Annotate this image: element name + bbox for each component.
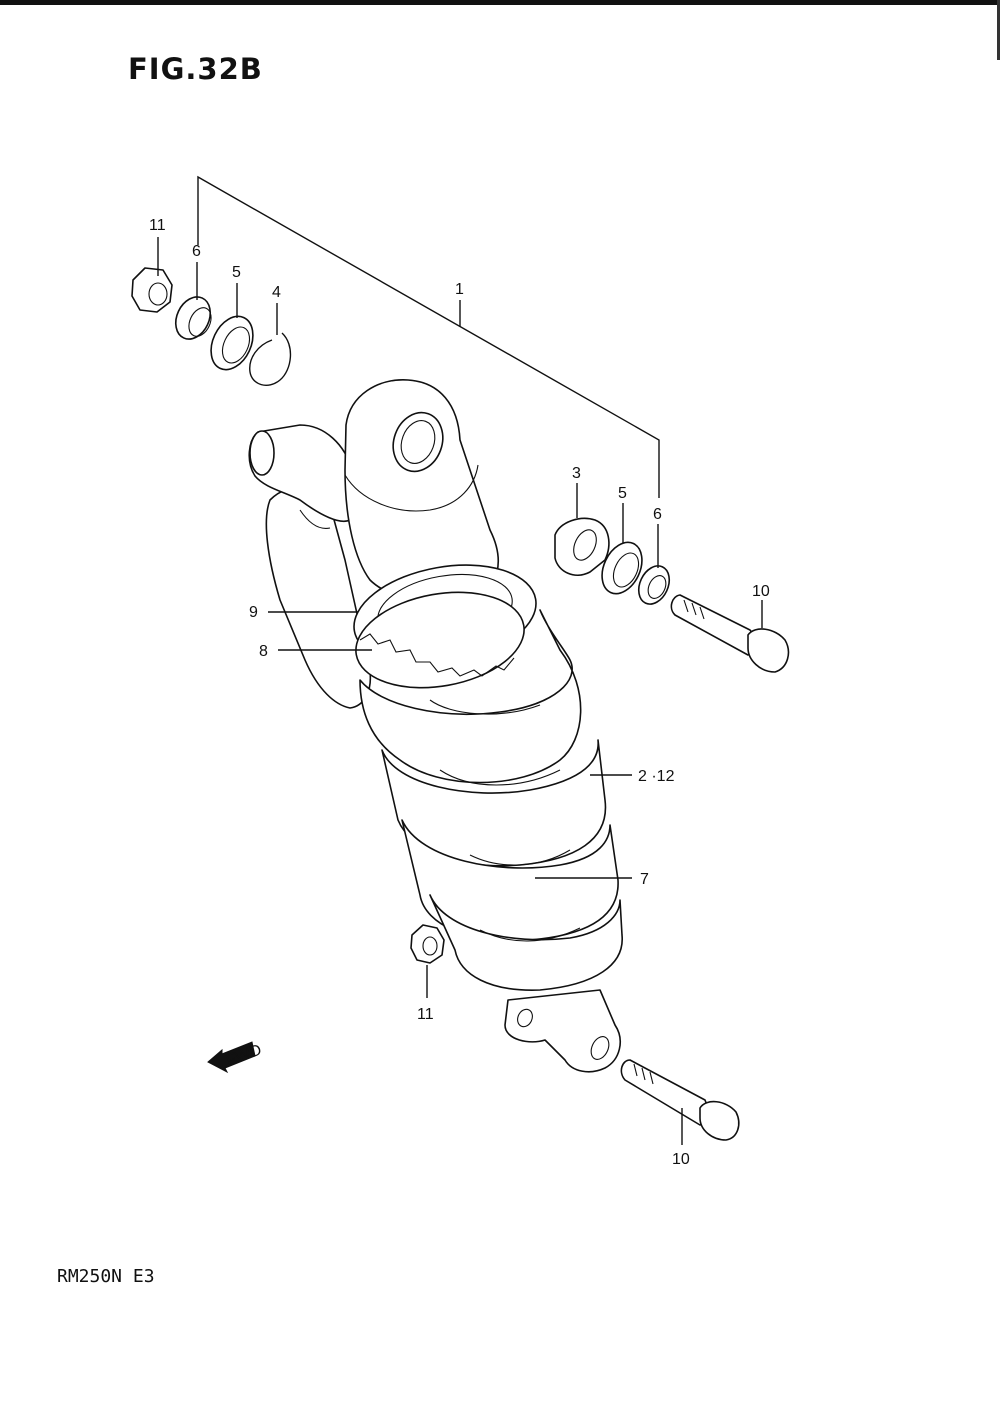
callout-5-left: 5 [232,264,241,281]
leader-lines [157,237,763,1145]
lower-hardware [410,924,740,1141]
reservoir-tank [248,424,372,709]
callout-2-12: 2 ·12 [638,768,675,785]
callout-7: 7 [640,871,649,888]
callout-11-upper: 11 [149,217,166,234]
callout-4: 4 [272,284,281,301]
callout-10-upper: 10 [752,583,770,600]
callout-5-right: 5 [618,485,627,502]
right-border [997,0,1000,60]
callout-6-left: 6 [192,243,201,260]
callout-1: 1 [455,281,464,298]
callout-9: 9 [249,604,258,621]
spring-adjuster-rings [353,564,537,689]
model-code: RM250N E3 [57,1266,155,1287]
assembly-bracket [197,175,660,498]
figure-title: FIG.32B [128,52,263,86]
callout-3: 3 [572,465,581,482]
callout-labels: 11 6 5 4 1 3 5 6 10 9 8 2 ·12 7 11 10 [149,217,770,1168]
right-hardware [554,517,790,673]
callout-6-right: 6 [653,506,662,523]
top-border [0,0,1000,5]
shock-lower-clevis [504,989,621,1073]
coil-spring [359,609,623,991]
fwd-label: FWD [224,1041,264,1069]
callout-11-lower: 11 [417,1006,434,1023]
callout-8: 8 [259,643,268,660]
fwd-arrow-icon: FWD [207,1041,264,1074]
left-hardware [131,267,292,386]
callout-10-lower: 10 [672,1151,690,1168]
